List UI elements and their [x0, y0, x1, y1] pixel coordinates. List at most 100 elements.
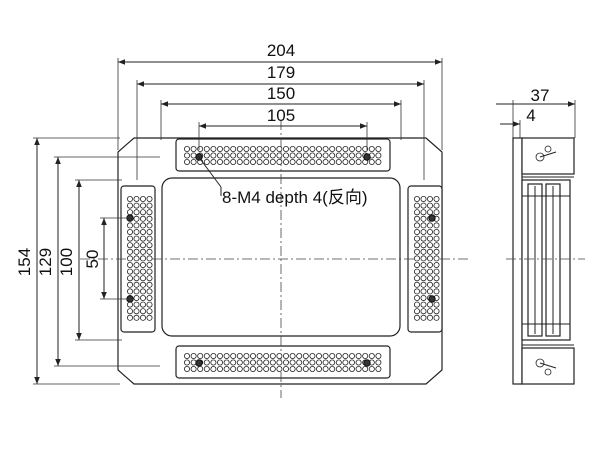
thread-note-label: 8-M4 depth 4(反向): [222, 188, 368, 207]
pin-hole: [133, 281, 140, 288]
pin-hole: [302, 365, 309, 372]
pin-hole: [133, 261, 140, 268]
pin-hole: [223, 145, 230, 152]
pin-hole: [146, 294, 153, 301]
pin-hole: [276, 145, 283, 152]
pin-hole: [413, 294, 420, 301]
pin-hole: [223, 152, 230, 159]
pin-hole: [368, 352, 375, 359]
pin-hole: [329, 365, 336, 372]
pin-hole: [146, 281, 153, 288]
pin-hole: [276, 352, 283, 359]
pin-hole: [302, 352, 309, 359]
pin-hole: [289, 145, 296, 152]
pin-hole: [426, 248, 433, 255]
pin-hole: [413, 235, 420, 242]
pin-hole: [413, 215, 420, 222]
pin-hole: [335, 158, 342, 165]
dim-4-label: 4: [526, 106, 535, 125]
pin-hole: [433, 248, 440, 255]
pin-hole: [210, 352, 217, 359]
pin-hole: [276, 152, 283, 159]
pin-hole: [133, 195, 140, 202]
pin-hole: [433, 261, 440, 268]
pin-hole: [302, 359, 309, 366]
pin-hole: [426, 235, 433, 242]
pin-hole: [133, 294, 140, 301]
pin-hole: [139, 261, 146, 268]
pin-hole: [282, 359, 289, 366]
pin-hole: [289, 359, 296, 366]
pin-hole: [183, 158, 190, 165]
m4-thread-hole: [428, 295, 436, 303]
pin-hole: [127, 275, 134, 282]
pin-hole: [426, 261, 433, 268]
vertical-dimensions: 154 129 100 50: [15, 137, 160, 385]
pin-hole: [230, 152, 237, 159]
pin-hole: [133, 209, 140, 216]
pin-hole: [127, 235, 134, 242]
pin-hole: [296, 145, 303, 152]
dim-37-label: 37: [531, 86, 550, 105]
pin-hole: [276, 365, 283, 372]
pin-hole: [216, 365, 223, 372]
pin-hole: [375, 158, 382, 165]
pin-hole: [322, 145, 329, 152]
pin-hole: [348, 152, 355, 159]
pin-hole: [197, 365, 204, 372]
pin-hole: [249, 352, 256, 359]
pin-hole: [139, 294, 146, 301]
pin-hole: [183, 145, 190, 152]
pin-hole: [426, 195, 433, 202]
pin-hole: [236, 152, 243, 159]
pin-hole: [296, 359, 303, 366]
pin-hole: [322, 152, 329, 159]
leader-line: [197, 155, 222, 188]
pin-hole: [315, 359, 322, 366]
pin-hole: [256, 352, 263, 359]
pin-hole: [282, 152, 289, 159]
pin-hole: [433, 255, 440, 262]
m4-thread-hole: [363, 153, 371, 161]
pin-hole: [315, 145, 322, 152]
pin-hole: [133, 248, 140, 255]
pin-hole: [322, 352, 329, 359]
pin-hole: [368, 365, 375, 372]
pin-hole: [413, 301, 420, 308]
pin-hole: [263, 352, 270, 359]
pin-hole: [433, 202, 440, 209]
pin-hole: [269, 359, 276, 366]
pin-hole: [146, 248, 153, 255]
pin-hole: [230, 158, 237, 165]
pin-hole: [127, 228, 134, 235]
pin-hole: [413, 261, 420, 268]
pin-hole: [426, 308, 433, 315]
pin-hole: [348, 359, 355, 366]
dim-105-label: 105: [267, 106, 295, 125]
pin-hole: [146, 308, 153, 315]
pin-hole: [433, 195, 440, 202]
pin-hole: [139, 222, 146, 229]
pin-hole: [133, 275, 140, 282]
pin-hole: [420, 314, 427, 321]
pin-hole: [413, 268, 420, 275]
pin-hole: [203, 158, 210, 165]
pin-hole: [413, 308, 420, 315]
pin-hole: [420, 261, 427, 268]
pin-hole: [269, 352, 276, 359]
pin-hole: [426, 242, 433, 249]
pin-hole: [203, 359, 210, 366]
pin-hole: [315, 152, 322, 159]
pin-hole: [243, 158, 250, 165]
pin-hole: [426, 275, 433, 282]
pin-hole: [433, 222, 440, 229]
pin-hole: [133, 222, 140, 229]
pin-hole: [433, 268, 440, 275]
pin-hole: [263, 145, 270, 152]
latch-icon-top: [535, 145, 557, 162]
pin-hole: [375, 152, 382, 159]
pin-hole: [139, 288, 146, 295]
pin-hole: [223, 365, 230, 372]
pin-hole: [426, 314, 433, 321]
pin-hole: [342, 352, 349, 359]
